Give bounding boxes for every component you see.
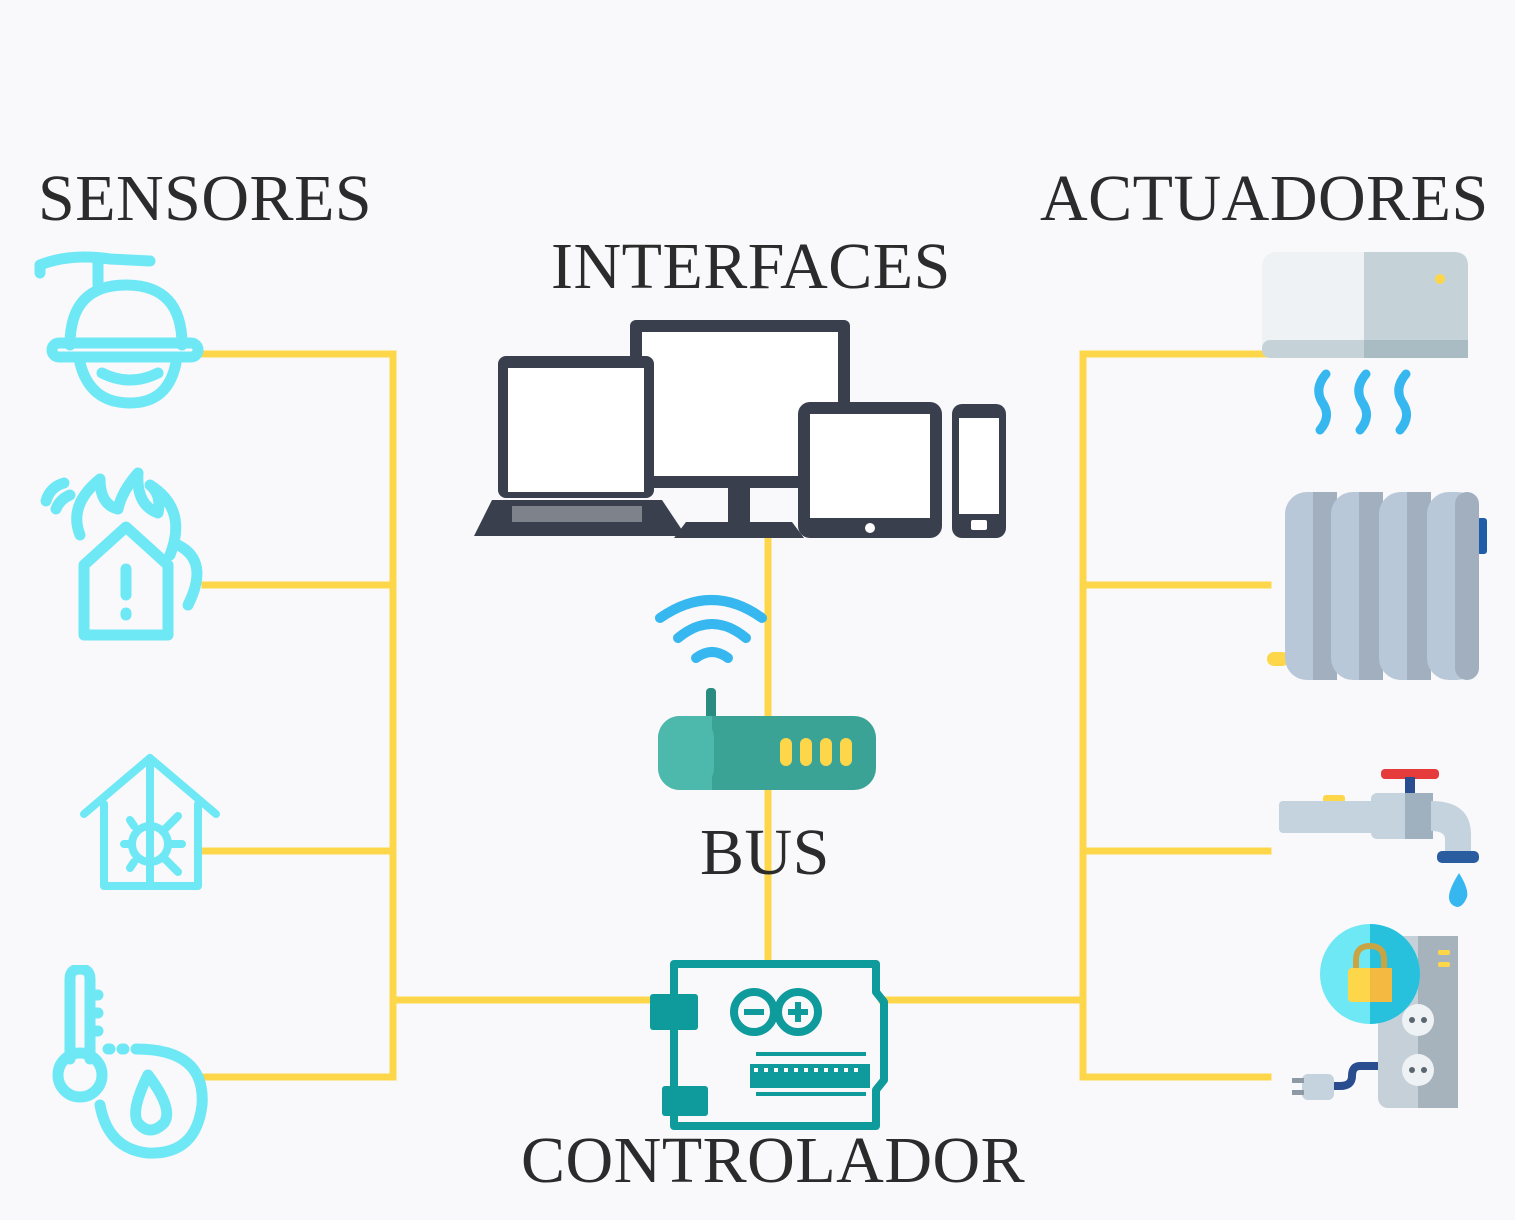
- wifi-router-icon: [655, 595, 876, 790]
- actuators-heading: ACTUADORES: [1040, 162, 1489, 235]
- radiator-icon: [1267, 492, 1487, 680]
- security-camera-icon: [34, 251, 204, 409]
- air-conditioner-icon: [1262, 252, 1468, 435]
- temperature-humidity-sensor-icon: [52, 965, 208, 1159]
- fire-alarm-house-icon: [40, 467, 203, 641]
- bus-heading: BUS: [700, 816, 830, 889]
- arduino-board-icon: [650, 960, 888, 1130]
- water-tap-icon: [1279, 769, 1479, 907]
- actuator-bus-wires: [878, 350, 1272, 1081]
- controller-heading: CONTROLADOR: [521, 1124, 1026, 1197]
- house-climate-sensor-icon: [80, 754, 220, 890]
- interfaces-heading: INTERFACES: [551, 230, 951, 303]
- sensor-bus-wires: [201, 350, 659, 1081]
- devices-icon: [474, 320, 1006, 538]
- smart-power-strip-lock-icon: [1292, 924, 1458, 1108]
- sensors-heading: SENSORES: [38, 162, 373, 235]
